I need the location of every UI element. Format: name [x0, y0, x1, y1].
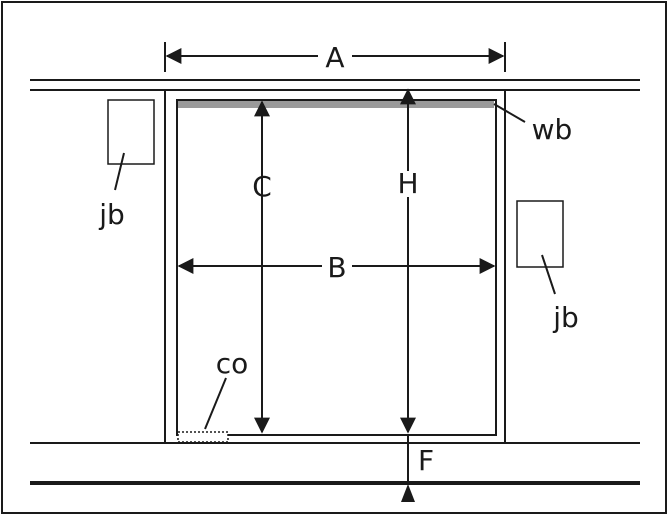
dimension-a-label: A — [325, 41, 344, 74]
wb-label: wb — [532, 113, 573, 146]
dimension-a-label-bg — [318, 44, 352, 70]
junction-box-left — [107, 99, 155, 165]
dimension-b-label: B — [327, 251, 346, 284]
co-label: co — [216, 347, 249, 380]
jb-left-leader — [114, 152, 125, 191]
dimension-h-label: H — [397, 167, 418, 200]
jb-left-label: jb — [98, 198, 125, 231]
dimension-f-arrowhead — [401, 484, 415, 502]
dimension-f-label: F — [418, 444, 434, 477]
co-leader — [204, 377, 227, 430]
cabin-outline — [176, 99, 497, 436]
door-opening-marker — [177, 431, 229, 443]
wb-leader — [493, 103, 526, 123]
jb-right-leader — [541, 254, 556, 295]
dimension-c-label: C — [252, 170, 272, 203]
junction-box-right — [516, 200, 564, 268]
jb-right-label: jb — [552, 301, 579, 334]
dimension-h-label-bg — [394, 171, 422, 197]
dimension-b-label-bg — [322, 254, 352, 280]
wall-beam — [178, 101, 494, 108]
